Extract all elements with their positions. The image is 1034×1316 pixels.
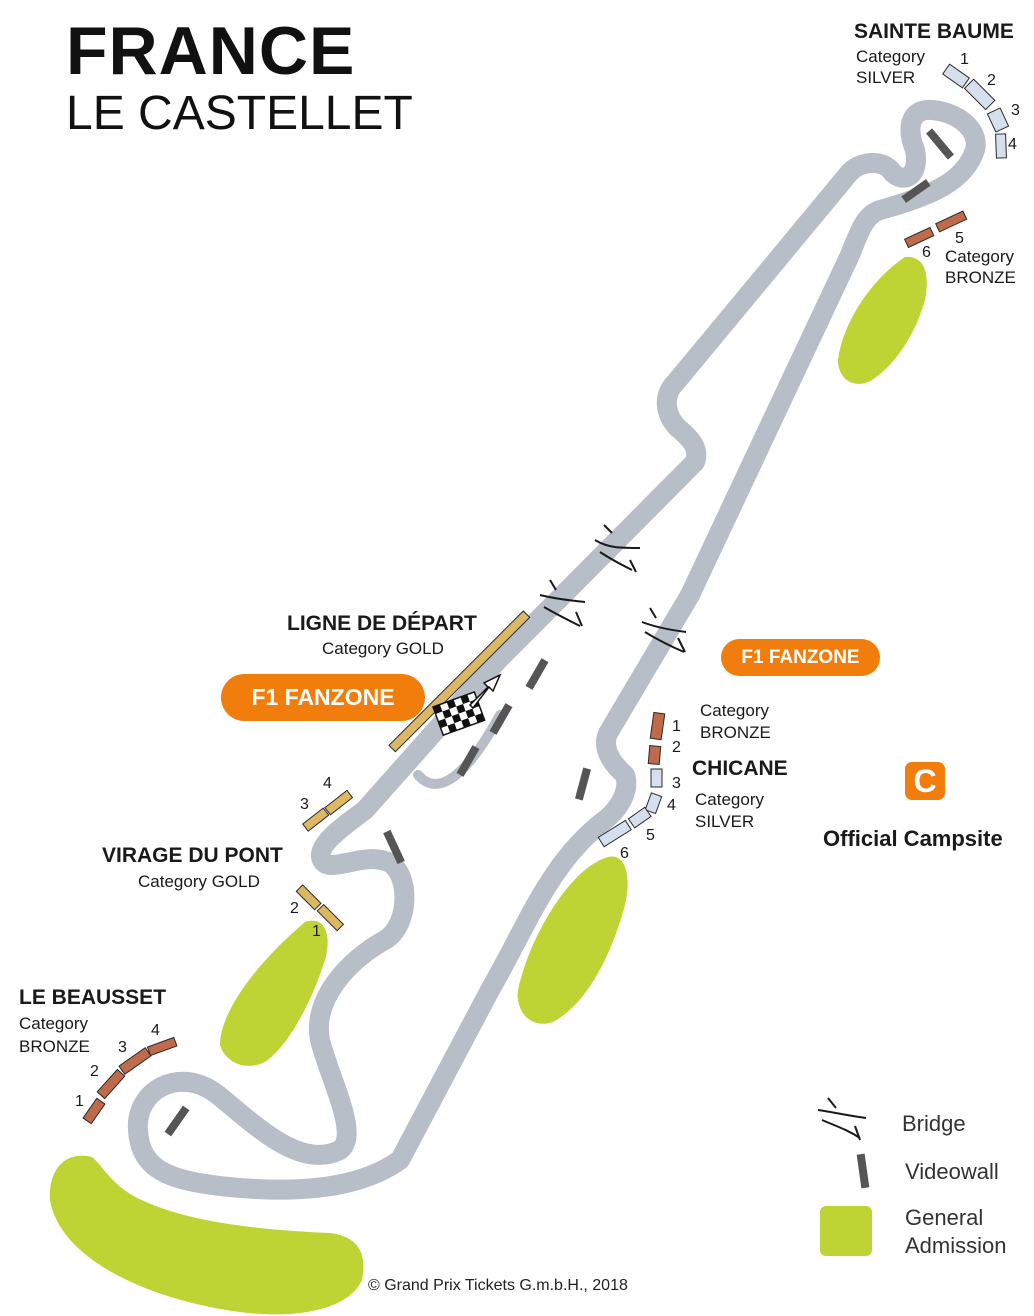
category-level: SILVER [695,812,755,831]
category-word: Category [19,1014,88,1033]
videowall-icon [164,1105,190,1137]
stand-bronze-2[interactable] [96,1068,126,1100]
stand-number: 5 [646,827,655,844]
stand-number: 6 [620,845,629,862]
stand-number: 2 [90,1063,99,1080]
campsite-icon[interactable]: C [905,762,945,800]
videowall-icon [383,829,405,865]
stands-le-beausset [82,1036,178,1125]
stands-sainte-baume-silver [942,63,1010,159]
stand-gold-1[interactable] [316,903,345,932]
category-label: Category GOLD [138,872,260,891]
stands-sainte-baume-bronze [903,210,968,249]
category-level: BRONZE [945,268,1016,287]
stands-virage-du-pont [295,789,354,932]
zone-name-le-beausset: LE BEAUSSET [19,986,167,1009]
category-label: Category GOLD [322,639,444,658]
legend-general-admission-swatch [820,1206,872,1256]
stand-number: 4 [151,1022,160,1039]
stand-gold-2[interactable] [295,884,322,911]
campsite-label[interactable]: Official Campsite [823,826,1003,851]
general-admission-area-chicane[interactable] [517,856,628,1024]
stand-number: 3 [300,796,309,813]
category-word: Category [856,47,925,66]
stand-number: 2 [987,72,996,89]
stand-number: 3 [118,1039,127,1056]
stand-number: 3 [1011,102,1020,119]
fanzone-right[interactable]: F1 FANZONE [721,639,880,676]
stand-bronze-1[interactable] [82,1097,106,1125]
zone-name-chicane: CHICANE [692,757,788,780]
stand-silver-2[interactable] [963,78,996,111]
videowall-icon [926,128,954,160]
fanzone-left[interactable]: F1 FANZONE [221,674,425,721]
legend-general-label-line2: Admission [905,1233,1007,1258]
stand-number: 6 [922,244,931,261]
copyright: © Grand Prix Tickets G.m.b.H., 2018 [368,1277,628,1294]
category-level: BRONZE [19,1037,90,1056]
stand-number: 4 [1008,136,1017,153]
stand-silver-3[interactable] [986,107,1010,133]
general-admission-area-sainte-baume[interactable] [838,256,927,384]
category-word: Category [945,247,1014,266]
stand-number: 3 [672,775,681,792]
zone-name-virage-du-pont: VIRAGE DU PONT [102,844,283,867]
stand-number: 2 [672,739,681,756]
zone-name-sainte-baume: SAINTE BAUME [854,20,1014,43]
bridge-icon [641,607,687,653]
videowalls [164,128,954,1137]
stand-chicane-bronze-2[interactable] [647,745,662,766]
stand-number: 1 [75,1093,84,1110]
track [127,99,986,1200]
bridge-icon [594,524,641,573]
bridges [539,524,687,653]
stand-number: 5 [955,230,964,247]
stand-silver-4[interactable] [995,133,1007,159]
bridge-icon [539,579,586,627]
category-word: Category [695,790,764,809]
stand-gold-4[interactable] [324,789,354,816]
direction-arrow-icon [468,673,502,710]
stand-number: 4 [667,797,676,814]
videowall-icon [901,179,931,203]
videowall-icon [574,767,592,801]
legend-general-label-line1: General [905,1205,984,1230]
stand-chicane-bronze-1[interactable] [649,711,666,741]
stand-number: 1 [960,51,969,68]
zone-name-ligne-de-depart: LIGNE DE DÉPART [287,612,477,635]
general-admission-area-le-beausset[interactable] [49,1155,364,1315]
videowall-icon [456,745,480,777]
category-level: BRONZE [700,723,771,742]
category-word: Category [700,701,769,720]
stand-bronze-6[interactable] [903,226,935,249]
legend-bridge-icon [817,1097,867,1141]
legend-videowall-icon [856,1153,870,1189]
legend-videowall-label: Videowall [905,1159,999,1184]
videowall-icon [525,658,549,690]
stand-gold-3[interactable] [301,807,330,832]
page-subtitle: LE CASTELLET [66,87,413,140]
stand-number: 1 [312,923,321,940]
stand-bronze-4[interactable] [146,1036,178,1057]
stand-chicane-silver-4[interactable] [644,792,663,815]
stand-bronze-5[interactable] [935,210,968,233]
legend-bridge-label: Bridge [902,1111,966,1136]
stand-bronze-3[interactable] [118,1047,152,1075]
stand-chicane-silver-5[interactable] [627,806,652,829]
stand-number: 4 [323,775,332,792]
stand-ligne-de-depart[interactable] [388,610,531,753]
page-title: FRANCE [66,13,356,89]
general-admission-area-virage-du-pont[interactable] [220,920,328,1066]
category-level: SILVER [856,68,916,87]
stand-number: 2 [290,900,299,917]
stand-number: 1 [672,718,681,735]
stand-silver-1[interactable] [942,63,970,89]
stands-chicane [597,711,666,848]
videowall-icon [489,703,513,735]
stand-chicane-silver-3[interactable] [650,768,663,788]
stand-chicane-silver-6[interactable] [597,819,632,848]
